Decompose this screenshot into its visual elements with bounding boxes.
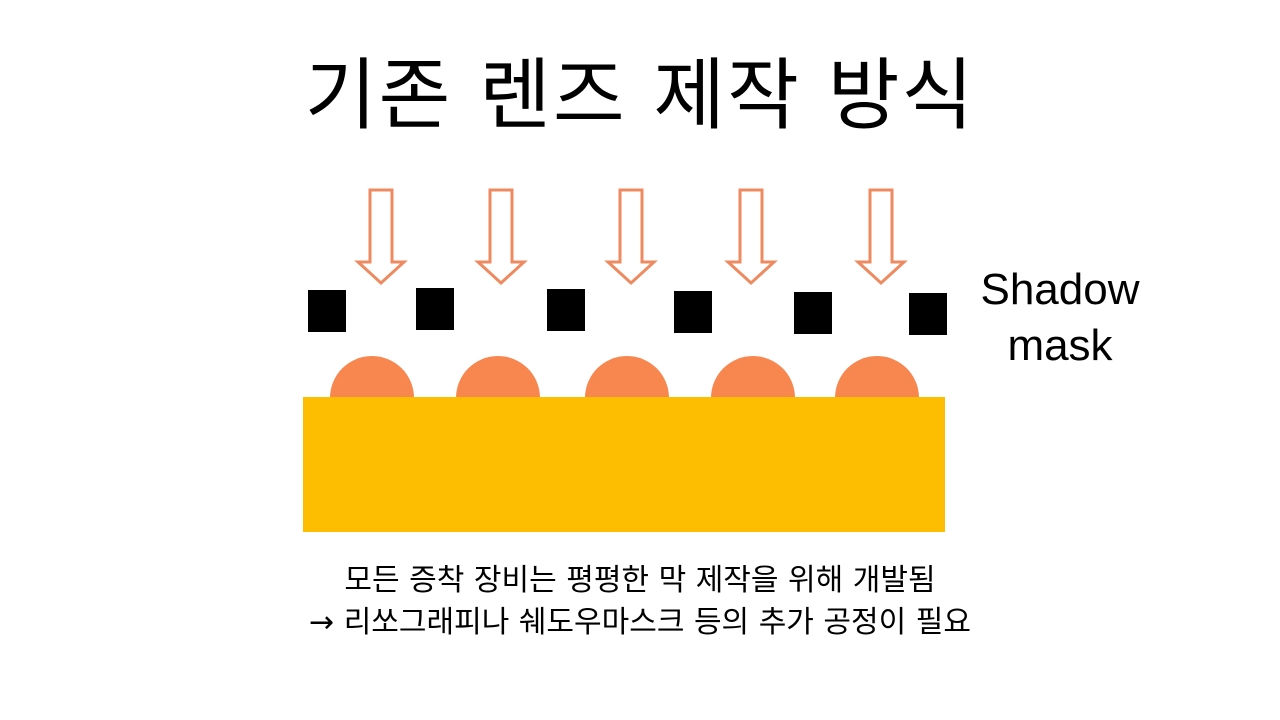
shadow-mask-label-line1: Shadow <box>980 265 1140 314</box>
shadow-mask-label-line2: mask <box>1007 321 1113 370</box>
substrate <box>303 397 945 532</box>
lens-dome <box>835 356 919 398</box>
shadow-mask-block <box>308 290 346 332</box>
lens-dome <box>456 356 540 398</box>
deposition-arrow-1-icon <box>354 188 408 286</box>
lens-dome <box>585 356 669 398</box>
deposition-arrow-2-icon <box>474 188 528 286</box>
lens-dome <box>330 356 414 398</box>
deposition-arrow-3-icon <box>604 188 658 286</box>
deposition-arrow-4-icon <box>724 188 778 286</box>
caption-line-2: → 리쏘그래피나 쉐도우마스크 등의 추가 공정이 필요 <box>309 605 971 640</box>
shadow-mask-block <box>547 289 585 331</box>
shadow-mask-block <box>909 293 947 335</box>
slide-caption: 모든 증착 장비는 평평한 막 제작을 위해 개발됨 → 리쏘그래피나 쉐도우마… <box>0 560 1280 644</box>
lenses <box>330 356 919 398</box>
slide-title: 기존 렌즈 제작 방식 <box>304 51 976 141</box>
shadow-mask-block <box>416 288 454 330</box>
shadow-mask-block <box>674 291 712 333</box>
lens-dome <box>711 356 795 398</box>
deposition-arrows <box>354 188 908 286</box>
shadow-mask-block <box>794 292 832 334</box>
deposition-arrow-5-icon <box>854 188 908 286</box>
shadow-mask-label: Shadow mask <box>960 262 1160 374</box>
shadow-mask <box>308 288 947 335</box>
caption-line-1: 모든 증착 장비는 평평한 막 제작을 위해 개발됨 <box>344 563 936 598</box>
